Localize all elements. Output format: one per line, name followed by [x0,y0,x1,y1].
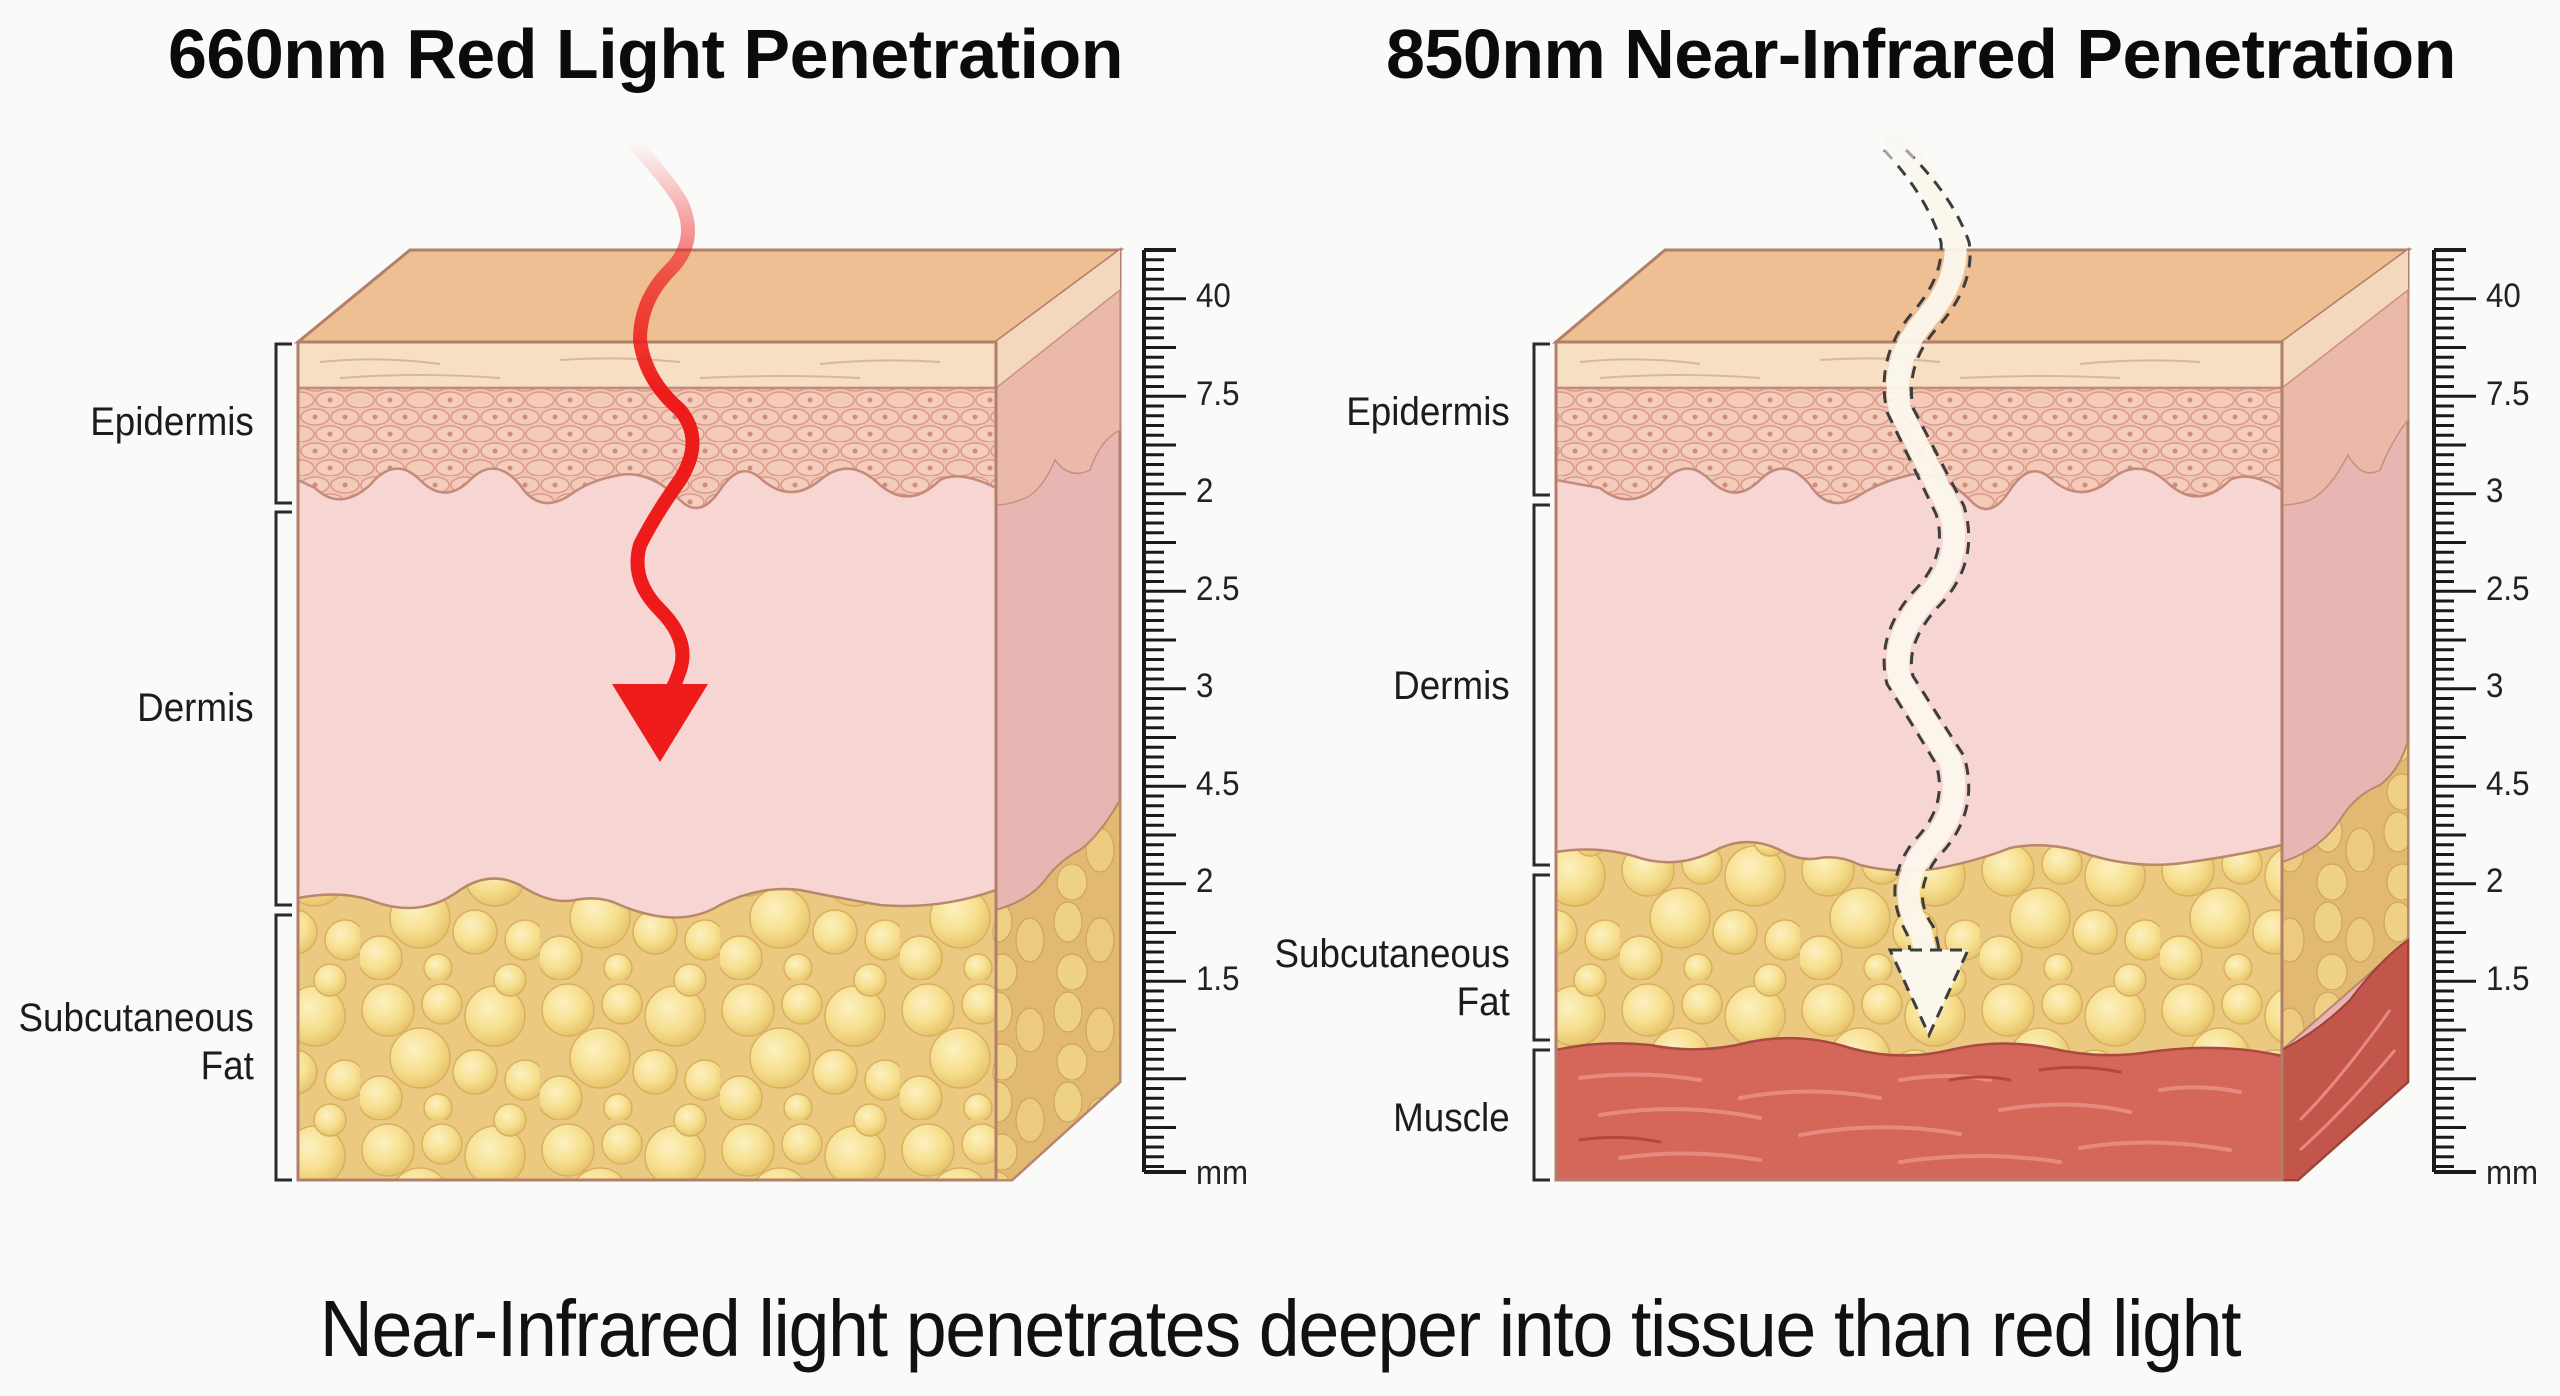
ruler-tick-label: 2 [1196,862,1214,900]
red-wave-path [625,135,700,707]
ruler-tick-label: 3 [2486,667,2504,705]
label-epidermis: Epidermis [1346,390,1510,434]
skin-surface-top [1551,248,2413,344]
side-fat [2281,739,2409,1053]
left-ruler[interactable] [1142,248,1186,1174]
side-stratum [996,250,1120,388]
ruler-unit-label: mm [2486,1154,2539,1192]
nir-wave-fill [1884,129,1967,1001]
label-subcutaneous-fat-line2: Fat [200,1044,254,1088]
label-subcutaneous-fat-line1: Subcutaneous [18,996,254,1040]
left-brackets [274,342,292,1182]
left-skin-block [293,247,1125,1182]
arrowhead-icon [612,684,708,762]
epidermis-layer [296,386,998,510]
ruler-tick-label: 1.5 [2486,959,2530,998]
ruler-tick-label: 3 [1196,667,1214,705]
right-skin-block [1551,247,2413,1182]
ruler-tick-label: 4.5 [2486,764,2530,803]
ruler-tick-label: 2 [2486,862,2504,900]
side-muscle [2281,938,2409,1181]
right-brackets [1532,342,1550,1182]
right-panel-title: 850nm Near-Infrared Penetration [1386,15,2456,93]
ruler-tick-label: 40 [1196,277,1231,315]
ruler-tick-label: 2.5 [1196,569,1240,608]
skin-surface-top [293,248,1125,344]
label-subcutaneous-fat-line2: Fat [1456,980,1510,1024]
label-muscle: Muscle [1393,1096,1510,1140]
ruler-tick-label: 4.5 [1196,764,1240,803]
nir-wave-edge-left [1882,148,1943,991]
ruler-tick-label: 7.5 [2486,374,2530,413]
near-infrared-arrow [1882,120,1972,1039]
right-ruler[interactable] [2432,248,2476,1174]
label-epidermis: Epidermis [90,400,254,444]
ruler-tick-label: 3 [2486,472,2504,510]
subcutaneous-fat-layer [296,877,998,1182]
side-epidermis [995,288,1121,506]
ruler-tick-label: 7.5 [1196,374,1240,413]
muscle-fibers [1578,1072,2242,1164]
ruler-tick-label: 2 [1196,472,1214,510]
ruler-tick-label: 1.5 [1196,959,1240,998]
side-fat [995,796,1121,1181]
caption: Near-Infrared light penetrates deeper in… [319,1284,2242,1373]
left-panel-title: 660nm Red Light Penetration [168,15,1123,93]
ruler-tick-label: 40 [2486,277,2521,315]
ruler-tick-label: 2.5 [2486,569,2530,608]
label-subcutaneous-fat-line1: Subcutaneous [1274,932,1510,976]
label-dermis: Dermis [1393,664,1510,708]
label-dermis: Dermis [137,686,254,730]
ruler-unit-label: mm [1196,1154,1249,1192]
nir-wave-edge-right [1904,148,1972,991]
red-light-arrow [612,135,708,762]
arrowhead-icon [1887,948,1971,1039]
stratum-layer [1556,342,2282,388]
